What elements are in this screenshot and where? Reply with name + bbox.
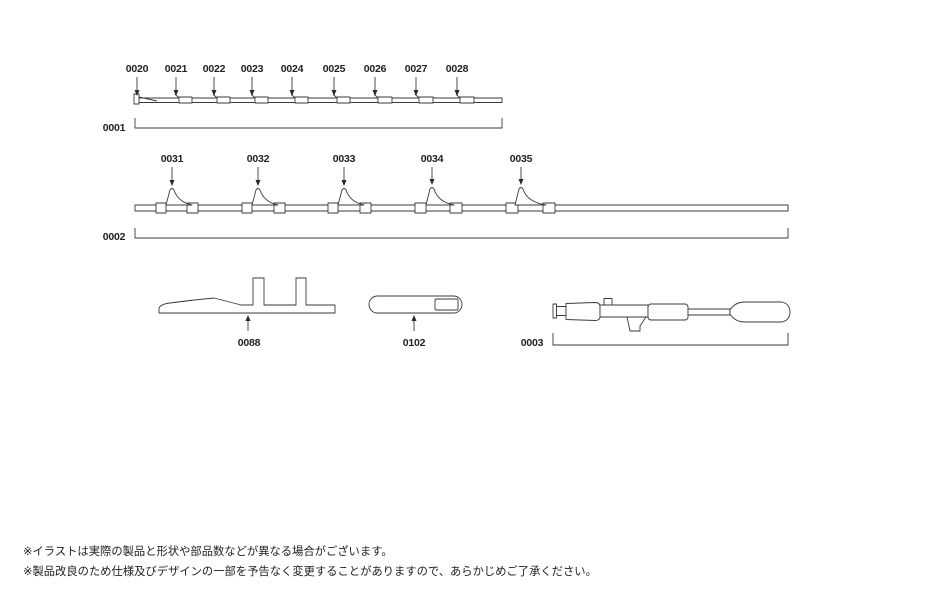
arrow-down — [331, 77, 337, 96]
part-number-label: 0035 — [510, 153, 533, 165]
middle-guide — [241, 188, 286, 214]
arrow-down — [518, 167, 524, 185]
arrow-down — [413, 77, 419, 96]
middle-section-bracket — [134, 228, 789, 239]
trigger — [626, 316, 647, 332]
part-number-label: 0088 — [238, 337, 261, 349]
arrow-down — [173, 77, 179, 96]
middle-guide — [414, 187, 463, 214]
handle-blank — [687, 308, 731, 316]
part-number-label: 0021 — [165, 63, 188, 75]
arrow-up — [411, 315, 417, 331]
part-number-label: 0022 — [203, 63, 226, 75]
tip-section: 0020 0021 0022 0023 0024 0025 0026 0027 … — [103, 63, 503, 134]
middle-section: 0031 0032 0033 0034 0035 0002 — [103, 153, 789, 243]
part-number-label: 0024 — [281, 63, 304, 75]
middle-guide — [327, 188, 372, 214]
disclaimer-note: ※イラストは実際の製品と形状や部品数などが異なる場合がございます。 — [23, 544, 393, 558]
reel-seat — [599, 304, 649, 318]
handle-section: 0003 — [521, 298, 791, 349]
part-number-label: 0027 — [405, 63, 428, 75]
rear-grip — [565, 302, 601, 321]
tip-section-bracket — [134, 118, 503, 129]
arrow-down — [211, 77, 217, 96]
section-label: 0001 — [103, 122, 126, 134]
part-number-label: 0020 — [126, 63, 149, 75]
arrow-down — [429, 167, 435, 185]
arrow-down — [134, 77, 140, 96]
arrow-down — [255, 167, 261, 186]
part-number-label: 0025 — [323, 63, 346, 75]
arrow-down — [341, 167, 347, 186]
section-label: 0002 — [103, 231, 126, 243]
band-window — [434, 298, 459, 311]
band-part: 0102 — [368, 295, 463, 349]
part-number-label: 0026 — [364, 63, 387, 75]
part-number-label: 0032 — [247, 153, 270, 165]
arrow-down — [289, 77, 295, 96]
part-number-label: 0102 — [403, 337, 426, 349]
part-number-label: 0023 — [241, 63, 264, 75]
arrow-down — [249, 77, 255, 96]
middle-guide — [155, 188, 199, 214]
middle-guide — [505, 187, 556, 214]
handle-section-bracket — [552, 333, 789, 346]
arrow-down — [454, 77, 460, 96]
arrow-down — [372, 77, 378, 96]
part-number-label: 0033 — [333, 153, 356, 165]
arrow-up — [245, 315, 251, 331]
section-label: 0003 — [521, 337, 544, 349]
disclaimer-note: ※製品改良のため仕様及びデザインの一部を予告なく変更することがありますので、あら… — [23, 564, 597, 578]
hook-keeper-shape — [158, 277, 336, 314]
reel-seat-hood — [603, 298, 613, 306]
part-number-label: 0031 — [161, 153, 184, 165]
hook-keeper-part: 0088 — [158, 277, 336, 349]
butt-cap — [552, 303, 557, 319]
fore-grip — [647, 303, 689, 321]
part-number-label: 0028 — [446, 63, 469, 75]
arrow-down — [169, 167, 175, 186]
front-grip — [729, 301, 791, 323]
butt-collar — [556, 306, 567, 316]
part-number-label: 0034 — [421, 153, 444, 165]
